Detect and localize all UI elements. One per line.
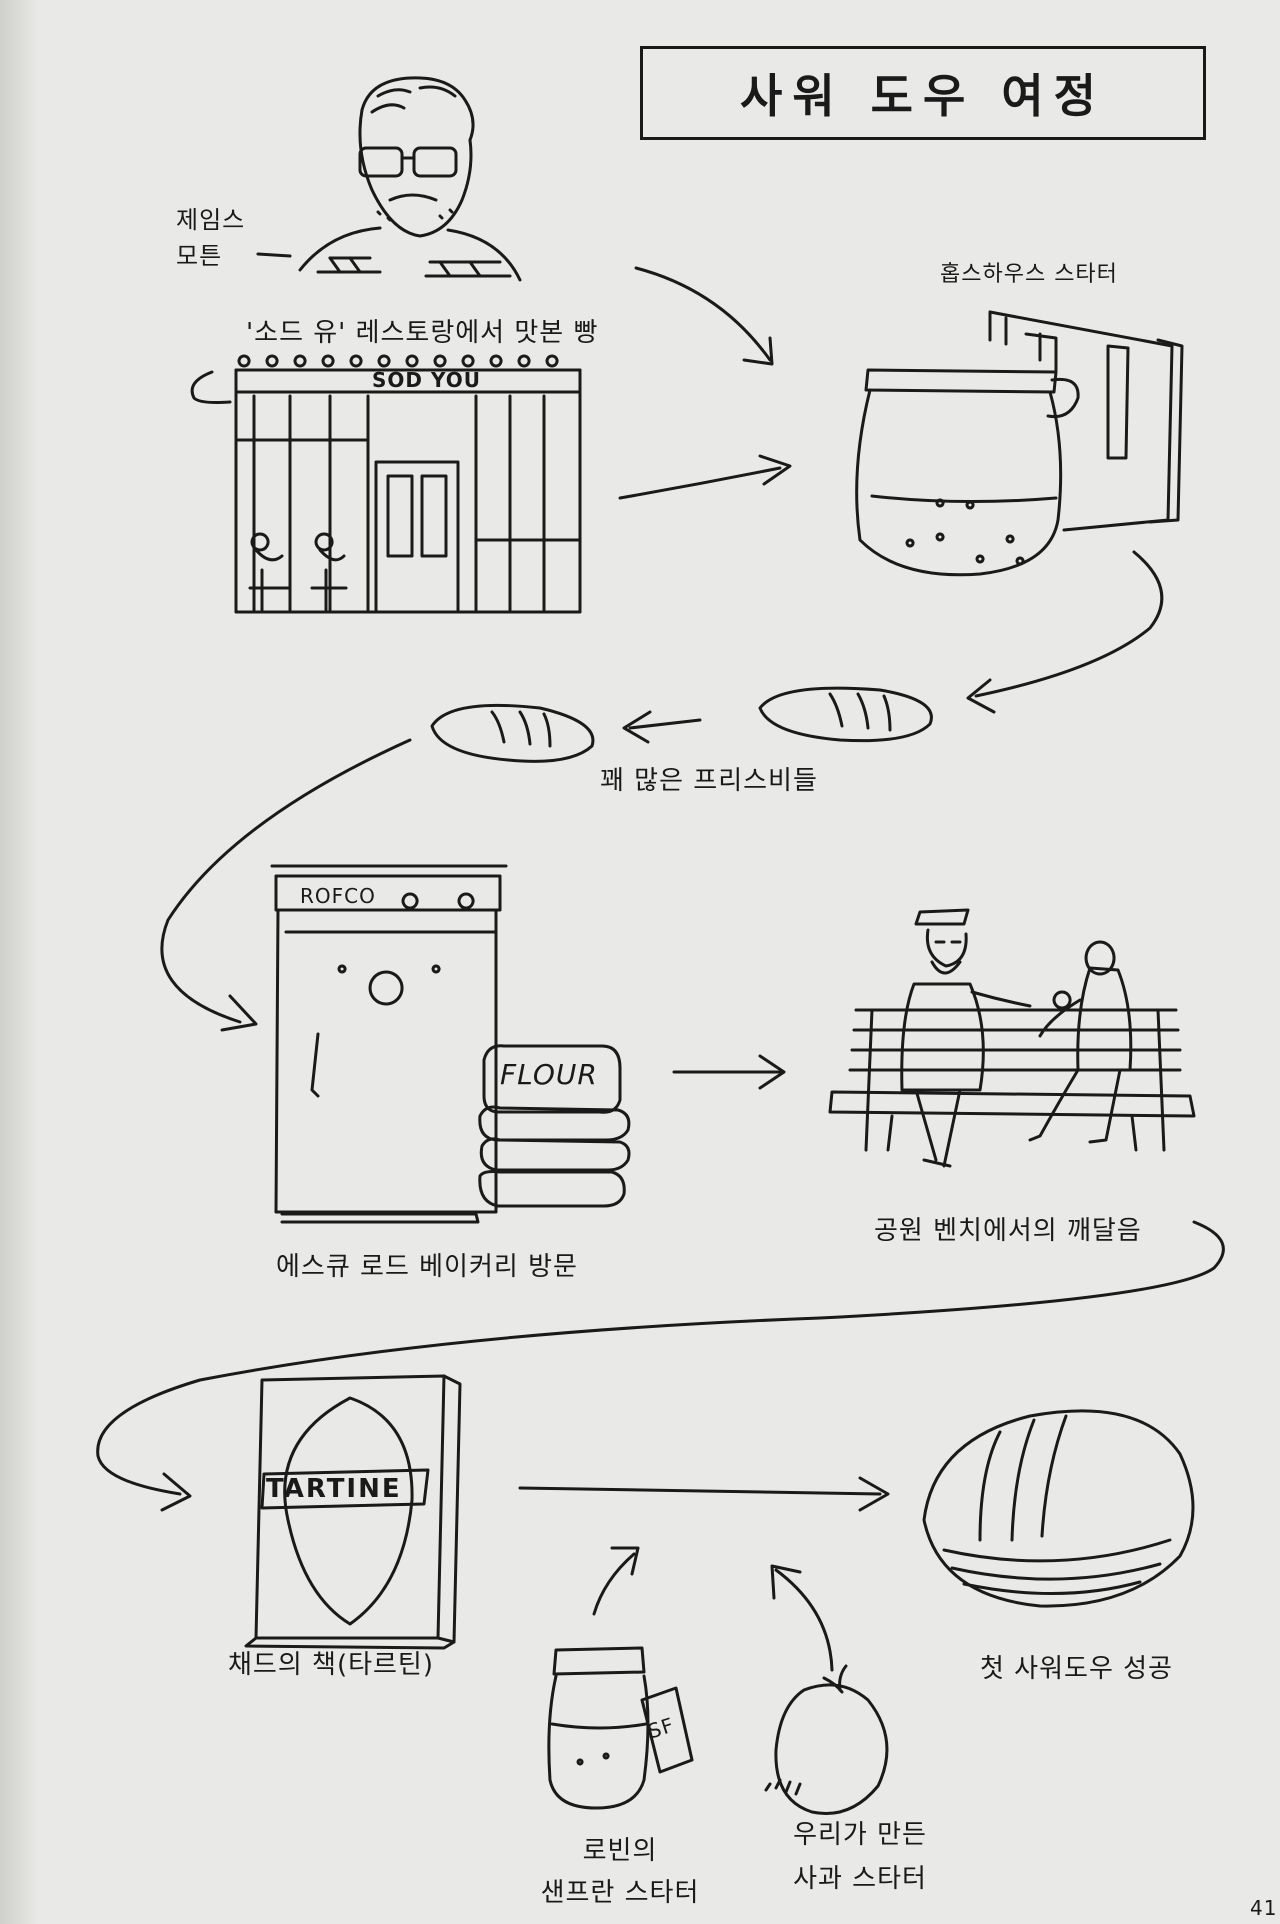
robin-caption-line1: 로빈의 bbox=[582, 1836, 658, 1866]
restaurant-sign: SOD YOU bbox=[372, 368, 481, 392]
starter-caption: 홉스하우스 스타터 bbox=[940, 262, 1118, 287]
arrow-book-to-success bbox=[518, 1476, 890, 1512]
success-caption: 첫 사워도우 성공 bbox=[980, 1654, 1173, 1684]
book-caption: 채드의 책(타르틴) bbox=[228, 1650, 434, 1680]
page-number: 41 bbox=[1250, 1896, 1278, 1920]
restaurant-caption: '소드 유' 레스토랑에서 맛본 빵 bbox=[246, 318, 599, 348]
arrow-frisbee-to-oven bbox=[160, 738, 412, 1032]
person-name-line1: 제임스 bbox=[176, 206, 246, 234]
rofco-oven-illustration bbox=[270, 864, 508, 1224]
apple-caption-line2: 사과 스타터 bbox=[793, 1864, 927, 1894]
arrow-person-to-starter bbox=[634, 266, 774, 366]
arrow-oven-to-bench bbox=[672, 1054, 786, 1090]
apple-caption-line1: 우리가 만든 bbox=[793, 1820, 927, 1850]
arrow-robin-to-book bbox=[592, 1546, 640, 1616]
hobbs-house-starter-illustration bbox=[855, 310, 1184, 577]
arrow-frisbee-right-to-left bbox=[622, 710, 702, 744]
robin-caption-line2: 샌프란 스타터 bbox=[540, 1878, 700, 1908]
flour-sacks-illustration bbox=[478, 1044, 631, 1208]
person-name-line2: 모튼 bbox=[176, 242, 223, 270]
page-gutter-shadow bbox=[0, 0, 40, 1924]
apple-starter-illustration bbox=[764, 1664, 889, 1815]
arrow-starter-to-frisbee bbox=[966, 550, 1164, 714]
james-morton-illustration bbox=[256, 76, 522, 282]
bench-caption: 공원 벤치에서의 깨달음 bbox=[874, 1216, 1142, 1246]
oven-brand: ROFCO bbox=[300, 884, 376, 908]
flour-label: FLOUR bbox=[500, 1058, 598, 1091]
arrow-restaurant-to-starter bbox=[618, 454, 792, 500]
tartine-book-illustration bbox=[244, 1374, 462, 1650]
book-label: TARTINE bbox=[266, 1474, 402, 1504]
title-box: 사워 도우 여정 bbox=[640, 46, 1206, 140]
restaurant-illustration bbox=[190, 354, 582, 614]
arrow-bench-to-book bbox=[96, 1220, 1225, 1512]
page-title: 사워 도우 여정 bbox=[740, 69, 1106, 123]
flat-loaf-left bbox=[430, 703, 595, 763]
robin-sf-starter-illustration bbox=[547, 1646, 694, 1810]
flat-loaf-right bbox=[758, 686, 933, 743]
park-bench-illustration bbox=[828, 908, 1196, 1168]
frisbee-caption: 꽤 많은 프리스비들 bbox=[600, 766, 818, 796]
success-loaf-illustration bbox=[922, 1409, 1195, 1608]
bakery-caption: 에스큐 로드 베이커리 방문 bbox=[276, 1252, 578, 1282]
arrow-apple-to-success bbox=[770, 1564, 834, 1672]
